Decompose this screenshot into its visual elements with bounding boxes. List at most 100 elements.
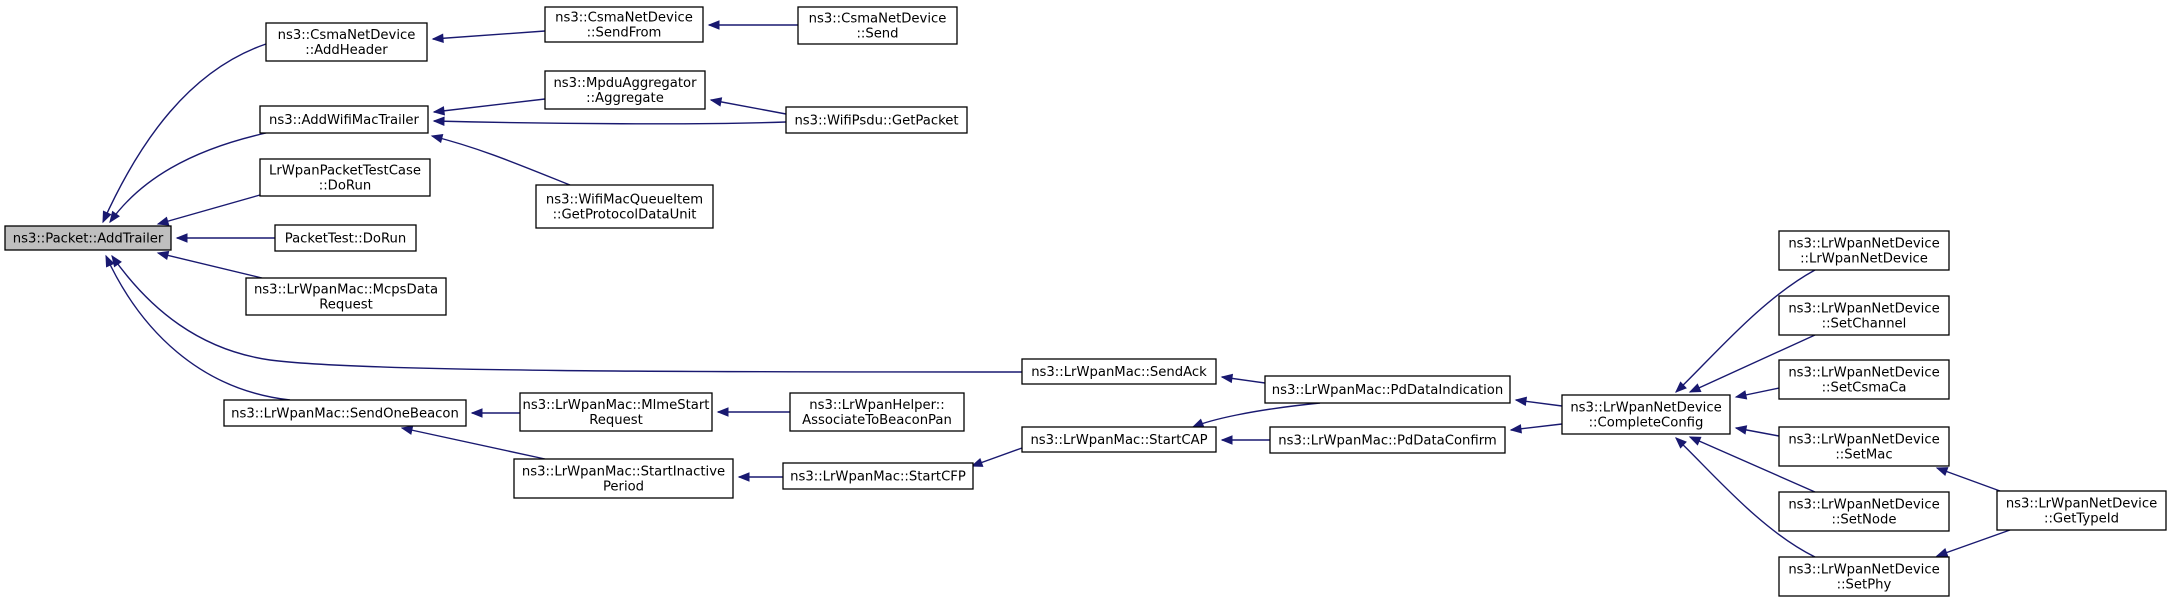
edge-sendack-to-root	[111, 255, 1023, 373]
node-setmac[interactable]: ns3::LrWpanNetDevice::SetMac	[1778, 426, 1950, 467]
node-box	[519, 392, 713, 432]
edge-addwifimactrailer-to-root	[109, 132, 267, 223]
node-label: ns3::WifiPsdu::GetPacket	[794, 114, 958, 129]
node-csma-sendfrom[interactable]: ns3::CsmaNetDevice::SendFrom	[544, 6, 704, 43]
arrowhead	[175, 233, 188, 243]
node-setchannel[interactable]: ns3::LrWpanNetDevice::SetChannel	[1778, 295, 1950, 336]
node-label: ::SetMac	[1835, 448, 1892, 463]
node-completeconfig[interactable]: ns3::LrWpanNetDevice::CompleteConfig	[1561, 394, 1731, 435]
node-box	[1778, 426, 1950, 467]
node-label: ns3::LrWpanNetDevice	[1570, 401, 1721, 416]
edge-setchannel-to-completeconfig	[1689, 334, 1816, 393]
node-wifimacqueueitem[interactable]: ns3::WifiMacQueueItem::GetProtocolDataUn…	[535, 184, 714, 229]
node-label: PacketTest::DoRun	[285, 232, 407, 247]
node-label: ns3::LrWpanMac::StartCAP	[1030, 433, 1207, 448]
node-pddataindication[interactable]: ns3::LrWpanMac::PdDataIndication	[1264, 375, 1511, 404]
arrowhead	[1935, 548, 1949, 557]
node-sendonebeacon[interactable]: ns3::LrWpanMac::SendOneBeacon	[223, 399, 467, 427]
edge-csma_sendfrom-to-csma_addheader	[432, 30, 546, 40]
node-label: ns3::LrWpanMac::PdDataConfirm	[1278, 434, 1497, 449]
arrowhead	[1220, 435, 1233, 445]
node-mpdu-aggregate[interactable]: ns3::MpduAggregator::Aggregate	[544, 70, 706, 110]
node-box	[1778, 295, 1950, 336]
arrowhead	[431, 33, 444, 43]
node-label: Request	[319, 298, 373, 313]
arrowhead	[737, 472, 750, 482]
arrowhead	[1935, 467, 1949, 477]
arrowhead	[1734, 425, 1748, 435]
node-box	[274, 224, 417, 252]
node-label: ns3::Packet::AddTrailer	[13, 232, 164, 247]
node-box	[1021, 426, 1217, 453]
node-sendack[interactable]: ns3::LrWpanMac::SendAck	[1021, 358, 1217, 385]
node-label: ::GetTypeId	[2044, 512, 2119, 527]
edge-setphy-to-completeconfig	[1675, 437, 1816, 558]
node-box	[259, 105, 429, 134]
node-pddataconfirm[interactable]: ns3::LrWpanMac::PdDataConfirm	[1269, 426, 1506, 454]
arrowhead	[156, 216, 170, 226]
node-label: ns3::WifiMacQueueItem	[546, 193, 703, 208]
node-label: ::SetNode	[1832, 513, 1897, 528]
node-lrwpannetdevice-ctor[interactable]: ns3::LrWpanNetDevice::LrWpanNetDevice	[1778, 230, 1950, 271]
node-packettest-dorun[interactable]: PacketTest::DoRun	[274, 224, 417, 252]
edge-csma_addheader-to-root	[102, 43, 267, 223]
node-label: ns3::CsmaNetDevice	[809, 12, 947, 27]
node-label: ::CompleteConfig	[1589, 416, 1704, 431]
edge-setnode-to-completeconfig	[1689, 436, 1816, 493]
node-label: ::AddHeader	[305, 43, 388, 58]
node-box	[4, 225, 172, 251]
node-box	[1778, 230, 1950, 271]
node-label: ::SetCsmaCa	[1822, 381, 1907, 396]
node-csma-addheader[interactable]: ns3::CsmaNetDevice::AddHeader	[265, 22, 428, 62]
arrowhead	[970, 457, 984, 467]
node-label: Request	[589, 413, 643, 428]
node-label: ns3::LrWpanNetDevice	[1788, 237, 1939, 252]
node-box	[789, 392, 965, 432]
node-box	[1264, 375, 1511, 404]
node-label: ns3::LrWpanMac::SendOneBeacon	[231, 407, 459, 422]
arrowhead	[430, 133, 444, 144]
node-label: ns3::LrWpanNetDevice	[1788, 366, 1939, 381]
node-wifipsdu-getpacket[interactable]: ns3::WifiPsdu::GetPacket	[785, 106, 968, 134]
node-label: ::LrWpanNetDevice	[1800, 252, 1928, 267]
edge-wifimacqueueitem-to-addwifimactrailer	[431, 135, 571, 186]
node-gettypeid[interactable]: ns3::LrWpanNetDevice::GetTypeId	[1996, 490, 2167, 531]
node-box	[1021, 358, 1217, 385]
edge-lrwpannetdevice_ctor-to-completeconfig	[1675, 269, 1816, 393]
node-label: ::DoRun	[319, 179, 371, 194]
node-csma-send[interactable]: ns3::CsmaNetDevice::Send	[797, 6, 958, 45]
node-root[interactable]: ns3::Packet::AddTrailer	[4, 225, 172, 251]
node-label: ns3::LrWpanNetDevice	[1788, 433, 1939, 448]
edges-layer	[102, 20, 2011, 558]
node-associatetobeaconpan[interactable]: ns3::LrWpanHelper::AssociateToBeaconPan	[789, 392, 965, 432]
node-startcfp[interactable]: ns3::LrWpanMac::StartCFP	[782, 462, 974, 490]
node-label: ::SetChannel	[1822, 317, 1907, 332]
arrowhead	[432, 106, 445, 116]
edge-gettypeid-to-setphy	[1936, 529, 2011, 557]
node-setcsmaca[interactable]: ns3::LrWpanNetDevice::SetCsmaCa	[1778, 359, 1950, 400]
node-setnode[interactable]: ns3::LrWpanNetDevice::SetNode	[1778, 491, 1950, 532]
node-setphy[interactable]: ns3::LrWpanNetDevice::SetPhy	[1778, 556, 1950, 597]
node-box	[1269, 426, 1506, 454]
node-label: ns3::LrWpanNetDevice	[1788, 563, 1939, 578]
edge-mpdu_aggregate-to-addwifimactrailer	[433, 98, 546, 113]
arrowhead	[109, 210, 120, 224]
arrowhead	[1509, 424, 1522, 434]
node-addwifimactrailer[interactable]: ns3::AddWifiMacTrailer	[259, 105, 429, 134]
node-box	[544, 6, 704, 43]
node-label: ns3::CsmaNetDevice	[278, 28, 416, 43]
node-box	[1778, 359, 1950, 400]
node-startcap[interactable]: ns3::LrWpanMac::StartCAP	[1021, 426, 1217, 453]
node-box	[544, 70, 706, 110]
arrowhead	[1688, 383, 1702, 393]
node-label: ns3::LrWpanHelper::	[809, 398, 944, 413]
edge-sendonebeacon-to-root	[105, 255, 291, 401]
node-label: Period	[603, 480, 644, 495]
edge-pddataindication-to-startcap	[1192, 402, 1321, 428]
node-label: ns3::LrWpanNetDevice	[2006, 497, 2157, 512]
node-label: ::Aggregate	[586, 91, 664, 106]
node-lrwpanpackettestcase[interactable]: LrWpanPacketTestCase::DoRun	[259, 158, 431, 197]
